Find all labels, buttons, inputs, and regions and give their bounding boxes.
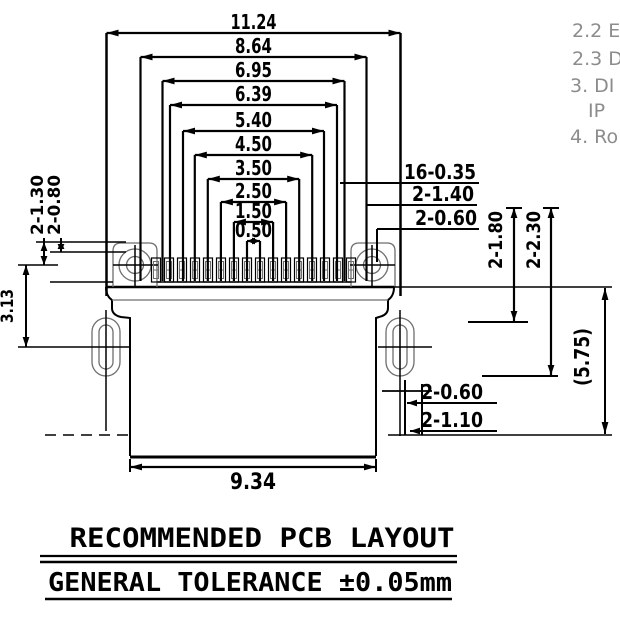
dimension-label: 2-0.80 — [45, 175, 65, 235]
arrowhead — [364, 463, 376, 471]
arrowhead — [407, 399, 417, 407]
arrowhead — [410, 427, 420, 435]
solder-pad — [345, 257, 357, 283]
dimension-label: 3.13 — [0, 289, 18, 323]
tolerance-note: GENERAL TOLERANCE ±0.05mm — [48, 568, 452, 598]
arrowhead — [261, 218, 274, 226]
arrowhead — [194, 151, 207, 159]
dimension-label: 1.50 — [235, 199, 272, 223]
arrowhead — [547, 365, 555, 375]
connector-body-outline-left — [105, 286, 131, 456]
arrowhead — [162, 77, 175, 85]
arrowhead — [233, 218, 246, 226]
arrowhead — [547, 208, 555, 218]
callout-label: 2-0.60 — [421, 380, 483, 404]
arrowhead — [312, 127, 324, 135]
arrowhead — [300, 151, 313, 159]
dimension-label: 6.39 — [235, 82, 272, 106]
arrowhead — [140, 53, 153, 61]
drawing-title: RECOMMENDED PCB LAYOUT — [70, 523, 455, 554]
arrowhead — [388, 29, 401, 37]
arrowhead — [220, 198, 233, 206]
dimension-label: 0.50 — [235, 218, 272, 242]
dimension-label: 11.24 — [231, 10, 277, 34]
dimension-label: 5.40 — [235, 108, 272, 132]
shell-tab-outline — [112, 242, 158, 287]
arrowhead — [354, 53, 367, 61]
arrowhead — [22, 337, 30, 347]
dimension-label: 9.34 — [230, 470, 276, 495]
arrowhead — [274, 198, 287, 206]
arrowhead — [170, 101, 182, 109]
connector-body-outline-right — [375, 286, 395, 456]
dimension-label: 4.50 — [235, 132, 272, 156]
arrowhead — [40, 242, 48, 251]
dimension-label: 6.95 — [235, 58, 272, 82]
arrowhead — [601, 288, 609, 300]
arrowhead — [22, 265, 30, 275]
arrowhead — [106, 29, 119, 37]
arrowhead — [252, 237, 260, 245]
dimension-label: 2-2.30 — [523, 211, 545, 269]
callout-label: 2-1.10 — [421, 408, 483, 432]
dimension-label: 8.64 — [235, 34, 272, 58]
callout-label: 2-1.40 — [412, 182, 474, 206]
arrowhead — [510, 311, 518, 321]
arrowhead — [287, 175, 300, 183]
dimension-label: (5.75) — [570, 328, 594, 386]
shell-tab-outline — [350, 242, 396, 287]
dimension-label: 2.50 — [235, 179, 272, 203]
arrowhead — [57, 244, 65, 252]
note-fragment: IP — [588, 100, 605, 122]
arrowhead — [510, 208, 518, 218]
note-fragment: 4. Ro — [570, 126, 618, 148]
arrowhead — [183, 127, 195, 135]
arrowhead — [601, 422, 609, 434]
arrowhead — [40, 256, 48, 265]
dimension-label: 2-1.80 — [485, 211, 507, 269]
callout-label: 16-0.35 — [404, 160, 476, 184]
note-fragment: 3. DI — [570, 75, 614, 97]
callout-label: 2-0.60 — [415, 206, 477, 230]
arrowhead — [332, 77, 345, 85]
arrowhead — [207, 175, 220, 183]
solder-pad — [150, 257, 162, 283]
dimension-label: 2-1.30 — [28, 175, 48, 235]
note-fragment: 2.2 E — [572, 20, 620, 42]
dimension-label: 3.50 — [235, 156, 272, 180]
note-fragment: 2.3 D — [572, 48, 620, 70]
arrowhead — [325, 101, 337, 109]
arrowhead — [130, 463, 142, 471]
